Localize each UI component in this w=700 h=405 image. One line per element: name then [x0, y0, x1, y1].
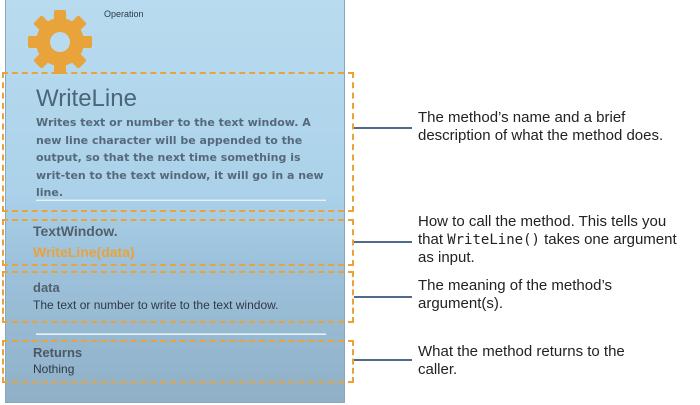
method-name: WriteLine	[36, 85, 137, 112]
code-snippet: WriteLine()	[447, 232, 540, 248]
object-name: TextWindow.	[33, 223, 118, 239]
highlight-box-name	[2, 72, 354, 212]
separator	[36, 333, 326, 335]
annotation-text: description of what the method does.	[418, 127, 664, 144]
annotation-text: that	[418, 231, 448, 248]
annotation-text: What the method returns to the	[418, 343, 625, 360]
annotation-text: as input.	[418, 249, 475, 266]
call-signature: WriteLine(data)	[33, 244, 135, 260]
returns-label: Returns	[33, 345, 83, 360]
returns-value: Nothing	[33, 362, 75, 376]
annotation-name: The method’s name and a brief descriptio…	[418, 109, 663, 145]
leader-line-returns	[354, 359, 412, 361]
leader-line-argument	[354, 296, 412, 298]
annotation-text: How to call the method. This tells you	[418, 213, 667, 230]
annotation-returns: What the method returns to the caller.	[418, 343, 625, 379]
leader-line-name	[354, 127, 412, 129]
parameter-description: The text or number to write to the text …	[33, 298, 279, 312]
annotation-text: The meaning of the method’s	[418, 277, 613, 294]
parameter-name: data	[33, 280, 60, 295]
category-label: Operation	[104, 9, 144, 19]
annotation-text: caller.	[418, 361, 458, 378]
method-description: Writes text or number to the text window…	[36, 116, 324, 199]
annotation-argument: The meaning of the method’s argument(s).	[418, 277, 612, 313]
annotation-call: How to call the method. This tells you t…	[418, 213, 677, 267]
separator	[36, 199, 326, 201]
highlight-box-argument	[2, 271, 354, 323]
method-info-panel: Operation WriteLine Writes text or numbe…	[5, 0, 345, 403]
highlight-box-returns	[2, 340, 354, 383]
annotation-text: argument(s).	[418, 295, 504, 312]
highlight-box-call	[2, 219, 354, 266]
annotation-text: that WriteLine() takes one argument	[418, 231, 677, 249]
leader-line-call	[354, 241, 412, 243]
gear-icon	[28, 10, 92, 74]
annotation-text: The method’s name and a brief	[418, 109, 626, 126]
annotation-text: takes one argument	[539, 231, 677, 248]
